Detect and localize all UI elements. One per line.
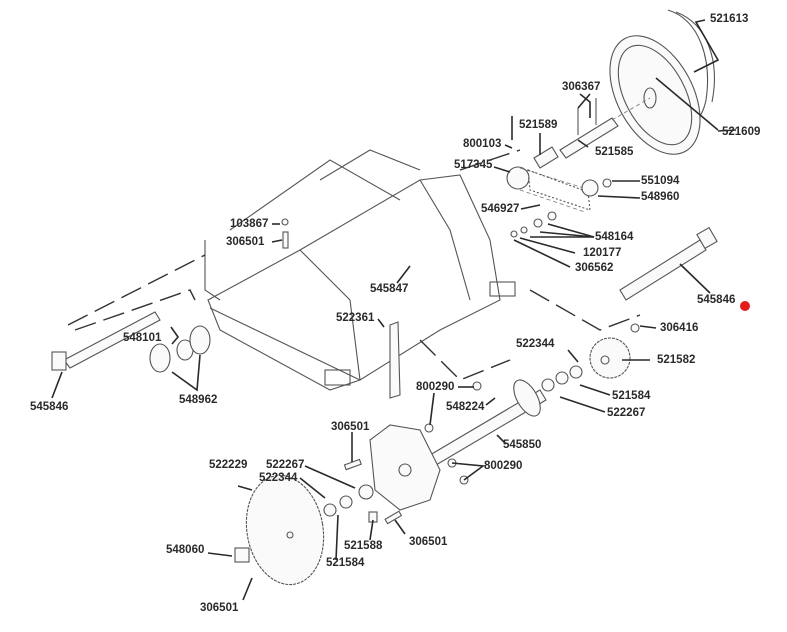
- part-label-548960[interactable]: 548960: [641, 191, 680, 203]
- part-label-306416[interactable]: 306416: [660, 322, 699, 334]
- part-label-521613[interactable]: 521613: [710, 13, 749, 25]
- part-label-546927[interactable]: 546927: [481, 203, 520, 215]
- sprocket-large: [245, 474, 325, 586]
- part-label-306501-bottom[interactable]: 306501: [200, 602, 239, 614]
- highlight-marker[interactable]: [740, 301, 750, 311]
- part-label-551094[interactable]: 551094: [641, 175, 680, 187]
- part-label-521588[interactable]: 521588: [344, 540, 383, 552]
- wheel-rim: [609, 35, 701, 155]
- part-label-548164[interactable]: 548164: [595, 231, 634, 243]
- bracket-522361: [389, 321, 401, 399]
- part-label-120177[interactable]: 120177: [583, 247, 622, 259]
- part-label-522229[interactable]: 522229: [209, 459, 248, 471]
- axle-shaft-upper: [533, 97, 651, 169]
- sprocket-right: [589, 337, 631, 379]
- part-label-548101[interactable]: 548101: [123, 332, 162, 344]
- part-label-521609[interactable]: 521609: [722, 126, 761, 138]
- part-label-800290-lower[interactable]: 800290: [484, 460, 523, 472]
- part-label-800290-upper[interactable]: 800290: [416, 381, 455, 393]
- part-label-545846-right[interactable]: 545846: [697, 294, 736, 306]
- part-label-522267-upper[interactable]: 522267: [607, 407, 646, 419]
- part-label-548224[interactable]: 548224: [446, 401, 485, 413]
- leader-lines: [51, 19, 737, 601]
- part-label-103867[interactable]: 103867: [230, 218, 269, 230]
- part-label-522361[interactable]: 522361: [336, 312, 375, 324]
- spacers-washers: [234, 458, 403, 563]
- part-label-548962[interactable]: 548962: [179, 394, 218, 406]
- part-label-521582[interactable]: 521582: [657, 354, 696, 366]
- part-label-306562[interactable]: 306562: [575, 262, 614, 274]
- part-label-306501-lower-right[interactable]: 306501: [409, 536, 448, 548]
- part-label-521585[interactable]: 521585: [595, 146, 634, 158]
- axle-left: [51, 311, 211, 373]
- hub-plate: [369, 424, 441, 511]
- part-label-548060[interactable]: 548060: [166, 544, 205, 556]
- axle-right: [619, 226, 718, 301]
- part-label-517345[interactable]: 517345: [454, 159, 493, 171]
- hardware: [281, 178, 640, 485]
- part-label-306501-hub[interactable]: 306501: [331, 421, 370, 433]
- part-label-306501-frame[interactable]: 306501: [226, 236, 265, 248]
- part-label-522267-lower[interactable]: 522267: [266, 459, 305, 471]
- reference-lines: [67, 149, 641, 381]
- part-label-521589[interactable]: 521589: [519, 119, 558, 131]
- part-label-521584-lower[interactable]: 521584: [326, 557, 365, 569]
- part-label-522344-upper[interactable]: 522344: [516, 338, 555, 350]
- part-label-800103[interactable]: 800103: [463, 138, 502, 150]
- shaft-545850: [429, 365, 583, 466]
- part-label-522344-lower[interactable]: 522344: [259, 472, 298, 484]
- part-label-545847[interactable]: 545847: [370, 283, 409, 295]
- part-label-521584-upper[interactable]: 521584: [612, 390, 651, 402]
- part-label-545846-left[interactable]: 545846: [30, 401, 69, 413]
- main-frame: [204, 149, 516, 391]
- part-label-545850[interactable]: 545850: [503, 439, 542, 451]
- part-label-306367[interactable]: 306367: [562, 81, 601, 93]
- drive-chain: [506, 166, 599, 238]
